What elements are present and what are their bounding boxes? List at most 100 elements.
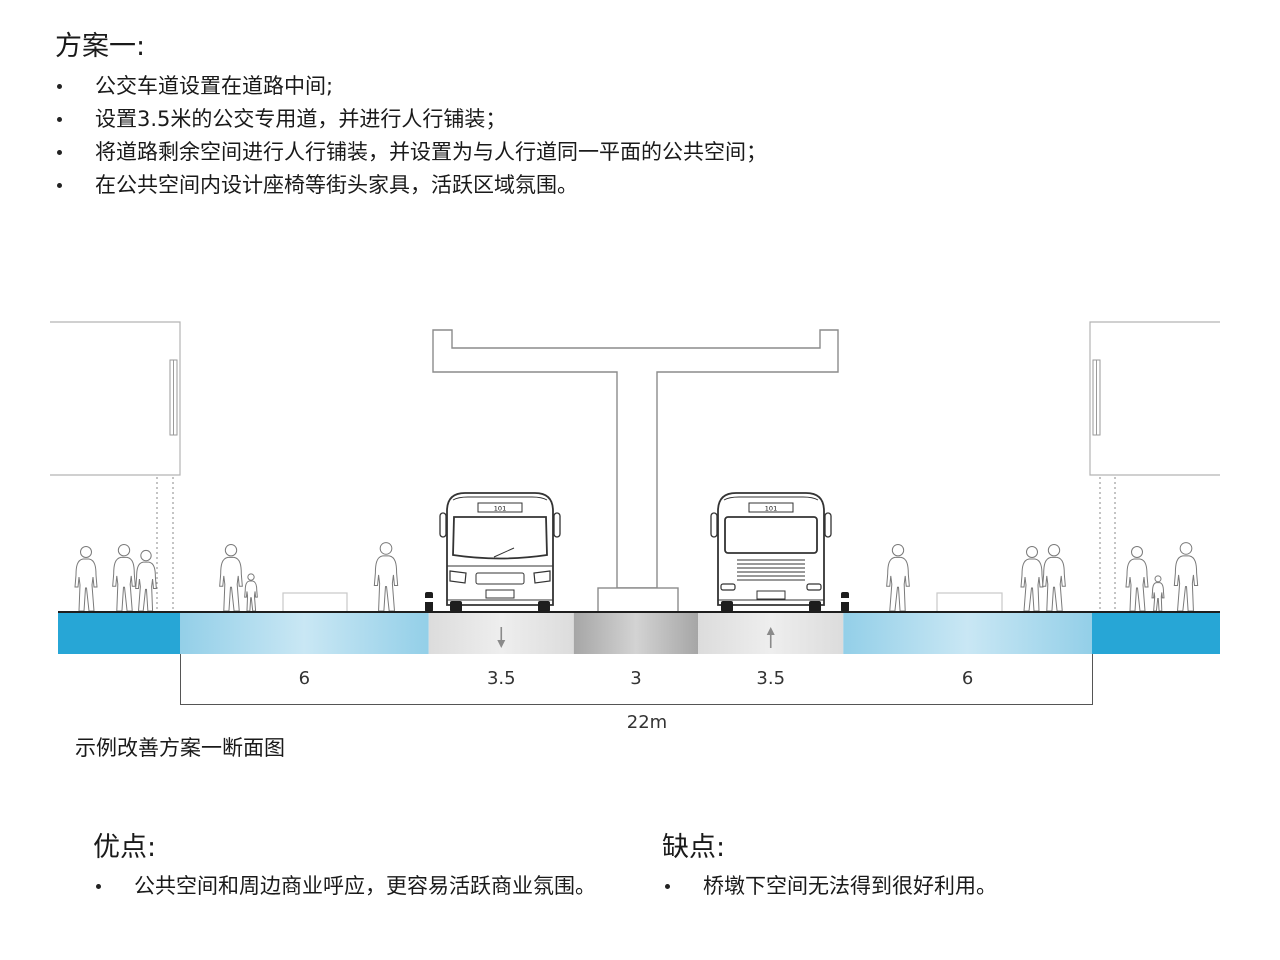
pier-base (597, 587, 679, 613)
building-outline (1089, 321, 1220, 476)
pros-item-text: 公共空间和周边商业呼应，更容易活跃商业氛围。 (134, 874, 596, 898)
bus-wheel (538, 601, 550, 612)
building-right (1089, 321, 1220, 611)
bullet-dot (665, 884, 670, 889)
pedestrian-body (887, 557, 910, 611)
pedestrian-body (113, 557, 136, 611)
bus-route-number: 101 (494, 504, 506, 512)
pedestrian-body (220, 557, 243, 611)
bus-headlight (806, 583, 822, 591)
bullet-dot (57, 84, 62, 89)
sidewalk-band-right (1092, 613, 1220, 654)
pedestrian-head (118, 545, 129, 556)
dimension-label: 6 (299, 668, 310, 689)
license-plate (756, 590, 786, 600)
road-segment (573, 613, 699, 654)
pedestrian-head (1155, 576, 1161, 582)
road-segment (180, 613, 429, 654)
bus-roof-line (723, 496, 819, 501)
bullet-dot (57, 117, 62, 122)
bench (282, 592, 348, 613)
pedestrian-body (1152, 583, 1164, 611)
building-left (50, 321, 181, 611)
bus-wheel (721, 601, 733, 612)
pedestrians (75, 543, 1198, 611)
plan-point-text: 在公共空间内设计座椅等街头家具，活跃区域氛围。 (95, 173, 578, 197)
pedestrian-figure (374, 543, 397, 611)
building-outline (50, 321, 181, 476)
bus-windshield (724, 516, 818, 554)
bus-headlight (720, 583, 736, 591)
cons-item-text: 桥墩下空间无法得到很好利用。 (703, 874, 997, 898)
pedestrian-head (1027, 547, 1038, 558)
bus-windshield (452, 516, 548, 560)
pedestrian-figure (245, 574, 258, 611)
bus-grille (737, 559, 805, 581)
pedestrian-head (141, 550, 151, 560)
pedestrian-head (248, 574, 254, 580)
bench (936, 592, 1003, 613)
bullet-dot (96, 884, 101, 889)
bus-route-sign (748, 502, 794, 513)
sidewalk-band-left (58, 613, 180, 654)
dimension-lines (180, 654, 1093, 705)
pedestrian-head (225, 545, 236, 556)
pedestrian-body (1043, 557, 1066, 611)
pedestrian-figure (113, 545, 136, 611)
pedestrian-body (245, 581, 258, 611)
bullet-dot (57, 183, 62, 188)
bus-headlight (533, 570, 551, 584)
bollard-band (841, 598, 849, 602)
pedestrian-head (1132, 547, 1143, 558)
pedestrian-figure (1174, 543, 1197, 611)
pedestrian-figure (1021, 547, 1043, 612)
arrow-down-icon (497, 627, 506, 648)
bus-headlight (449, 570, 467, 584)
pedestrian-figure (136, 550, 157, 611)
pedestrian-head (81, 547, 92, 558)
license-plate (485, 589, 515, 599)
dimension-label: 3.5 (756, 668, 785, 689)
bollard (841, 592, 849, 612)
bus-roof-line (452, 496, 548, 501)
plan-point-text: 公交车道设置在道路中间; (95, 74, 334, 98)
lane-direction-arrows (497, 627, 775, 648)
road-segment (843, 613, 1092, 654)
pedestrian-figure (887, 545, 910, 611)
bus-mirror (710, 512, 718, 538)
pedestrian-head (1048, 545, 1059, 556)
plan-title: 方案一: (55, 31, 146, 62)
cons-title: 缺点: (662, 832, 726, 863)
bridge-girder-and-pier (432, 329, 839, 589)
pedestrian-figure (1126, 547, 1148, 612)
pedestrian-head (380, 543, 392, 555)
bus-right: 101 (710, 492, 832, 612)
dimension-labels: 6 3.5 3 3.5 6 (299, 668, 974, 689)
bus-route-number: 101 (765, 504, 777, 512)
arrow-up-icon (766, 627, 775, 648)
dimension-label: 3.5 (487, 668, 516, 689)
bus-wheel (450, 601, 462, 612)
bus-wheel (809, 601, 821, 612)
bus-wiper (493, 547, 515, 558)
bus-grille (475, 572, 525, 585)
street-section-diagram: 101 101 (50, 321, 1220, 733)
pedestrian-body (1021, 559, 1043, 611)
dimension-label: 3 (630, 668, 641, 689)
plan-point-text: 将道路剩余空间进行人行铺装，并设置为与人行道同一平面的公共空间； (95, 140, 767, 164)
bus-route-sign (477, 502, 523, 513)
pedestrian-figure (1152, 576, 1164, 611)
pedestrian-body (1174, 556, 1197, 611)
dimension-label: 6 (962, 668, 973, 689)
pedestrian-body (75, 559, 97, 611)
bus-mirror (439, 512, 447, 538)
pedestrian-body (136, 562, 157, 611)
diagram-caption: 示例改善方案一断面图 (75, 736, 285, 760)
bus-mirror (824, 512, 832, 538)
pedestrian-body (374, 556, 397, 611)
pros-title: 优点: (93, 832, 157, 863)
pedestrian-figure (75, 547, 97, 612)
bollard-band (425, 598, 433, 602)
pedestrian-figure (220, 545, 243, 611)
road-surface (58, 613, 1220, 654)
